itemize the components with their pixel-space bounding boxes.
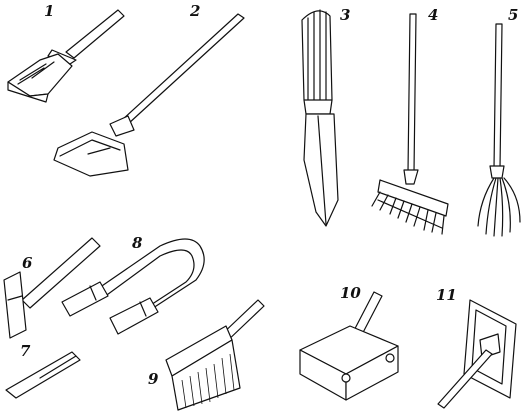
label-6: 6 (22, 254, 33, 272)
scraper-1 (8, 10, 124, 102)
label-9: 9 (148, 370, 159, 388)
label-4: 4 (428, 6, 439, 24)
long-scraper-2 (54, 14, 244, 176)
label-5: 5 (508, 6, 519, 24)
chisel-7 (6, 352, 80, 398)
label-11: 11 (436, 286, 457, 304)
pad-holder-11 (438, 300, 516, 408)
label-1: 1 (44, 2, 55, 20)
label-7: 7 (20, 342, 31, 360)
broom-4 (372, 14, 448, 234)
label-10: 10 (340, 284, 361, 302)
label-3: 3 (340, 6, 351, 24)
mop-5 (478, 24, 520, 236)
knife-3 (302, 10, 338, 226)
strap-8 (62, 239, 204, 334)
label-2: 2 (190, 2, 201, 20)
hammer-6 (4, 238, 100, 338)
rubbing-block-10 (300, 292, 398, 400)
wire-brush-9 (166, 300, 264, 410)
label-8: 8 (132, 234, 143, 252)
